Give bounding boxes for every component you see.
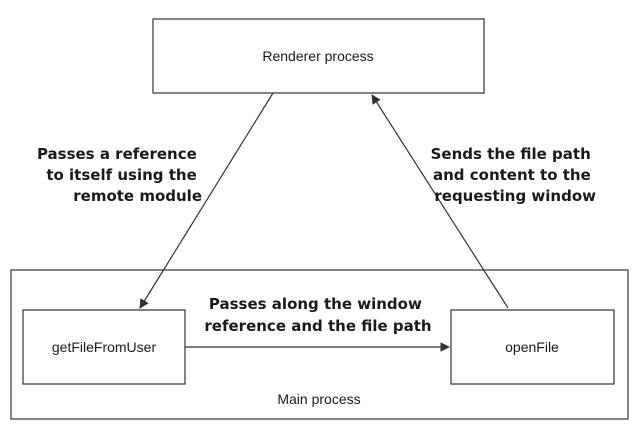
get-file-from-user-node: [22, 309, 186, 385]
get-file-to-open-file-caption: Passes along the window reference and th…: [204, 295, 431, 335]
renderer-to-get-file-caption: Passes a reference to itself using the r…: [37, 145, 202, 205]
caption-line: to itself using the: [46, 166, 196, 184]
caption-line: Passes a reference: [37, 145, 197, 163]
open-file-to-renderer-caption: Sends the file path and content to the r…: [431, 145, 597, 205]
caption-line: remote module: [73, 187, 202, 205]
caption-line: Sends the file path: [431, 145, 591, 163]
main-process-label: Main process: [277, 391, 360, 407]
renderer-process-label: Renderer process: [262, 48, 373, 64]
renderer-process-node: [152, 18, 485, 94]
caption-line: reference and the file path: [204, 317, 431, 335]
renderer-to-get-file-arrow: [139, 92, 274, 309]
open-file-label: openFile: [505, 339, 559, 355]
caption-line: Passes along the window: [209, 295, 422, 313]
caption-line: requesting window: [434, 187, 596, 205]
caption-line: and content to the: [433, 166, 591, 184]
get-file-from-user-label: getFileFromUser: [52, 339, 157, 355]
main-process-container: [10, 269, 629, 420]
open-file-to-renderer-arrow: [371, 94, 509, 309]
open-file-node: [450, 309, 615, 385]
